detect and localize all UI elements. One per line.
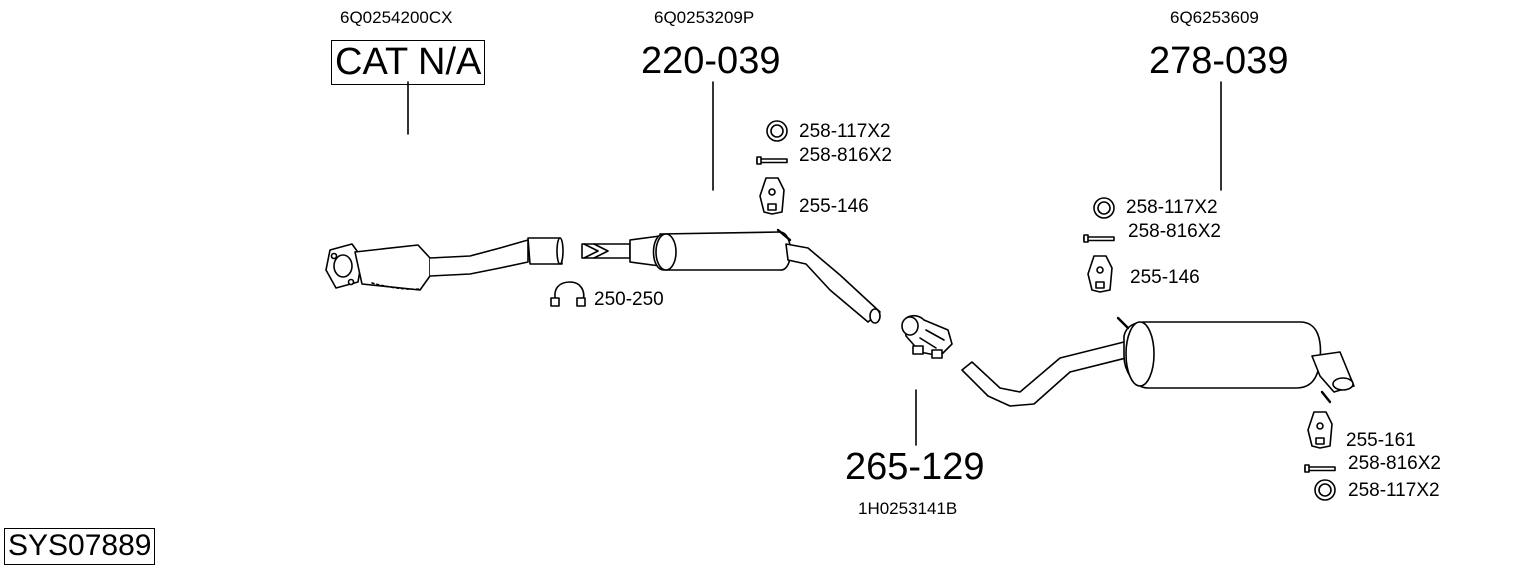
middle-muffler-drawing	[581, 228, 881, 324]
middle-bolt-icon	[756, 156, 788, 165]
catalytic-converter-drawing	[325, 237, 564, 291]
clamp-icon	[550, 281, 586, 307]
front-pipe-code: 265-129	[845, 446, 985, 488]
middle-code: 220-039	[641, 40, 781, 82]
tail-bolt-label: 258-816X2	[1348, 453, 1441, 474]
catalytic-oem: 6Q0254200CX	[340, 8, 453, 27]
rear-muffler-drawing	[961, 316, 1355, 407]
rear-hanger-icon	[1087, 255, 1113, 293]
middle-oem: 6Q0253209P	[654, 8, 755, 27]
rear-bolt-label: 258-816X2	[1128, 221, 1221, 242]
middle-hanger-label: 255-146	[799, 196, 869, 217]
tail-hanger-icon	[1307, 411, 1333, 449]
rear-hanger-label: 255-146	[1130, 267, 1200, 288]
rear-bolt-icon	[1083, 234, 1115, 243]
rear-oem: 6Q6253609	[1170, 8, 1259, 27]
tail-ring-icon	[1314, 479, 1336, 501]
middle-ring-label: 258-117X2	[799, 121, 891, 142]
middle-bolt-label: 258-816X2	[799, 145, 892, 166]
tail-hanger-label: 255-161	[1346, 430, 1416, 451]
tail-bolt-icon	[1304, 464, 1336, 473]
system-code: SYS07889	[4, 528, 156, 565]
middle-hanger-icon	[759, 177, 785, 215]
tail-ring-label: 258-117X2	[1348, 480, 1440, 501]
catalytic-code: CAT N/A	[331, 40, 486, 85]
middle-ring-icon	[766, 120, 788, 142]
front-pipe-oem: 1H0253141B	[858, 499, 958, 518]
clamp-label: 250-250	[594, 289, 664, 310]
rear-ring-label: 258-117X2	[1126, 197, 1218, 218]
front-pipe-drawing	[901, 314, 953, 359]
rear-ring-icon	[1093, 197, 1115, 219]
rear-code: 278-039	[1149, 40, 1289, 82]
